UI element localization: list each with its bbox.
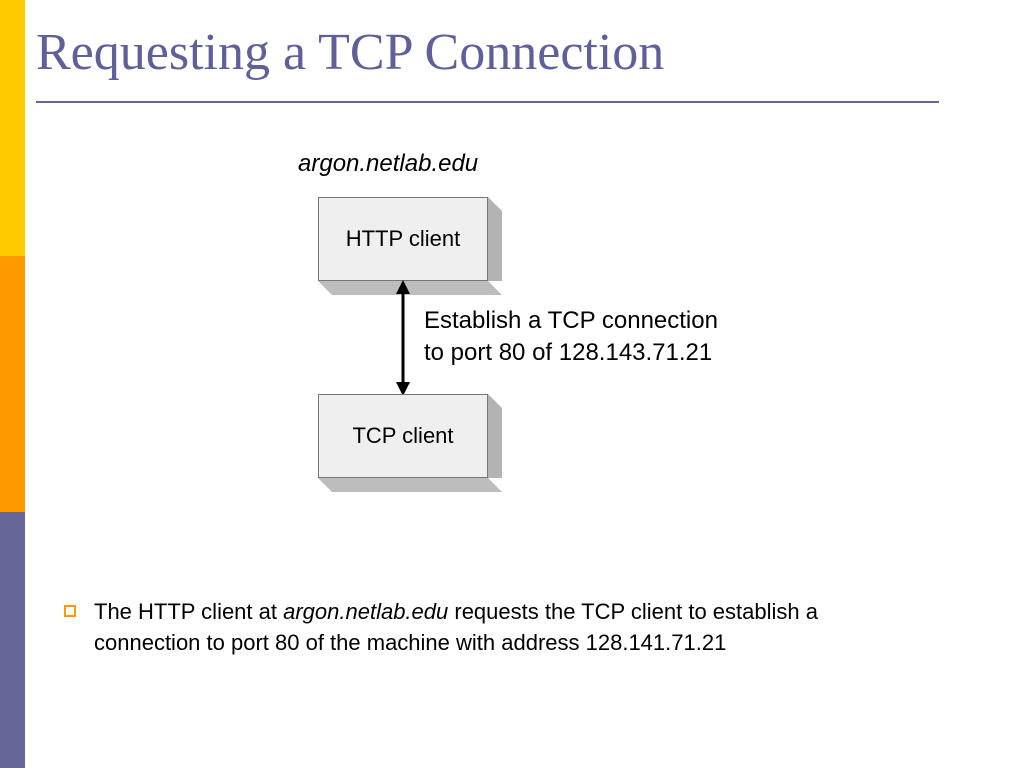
connection-label: Establish a TCP connection to port 80 of… xyxy=(424,305,718,369)
box-shadow-right xyxy=(488,394,502,478)
slide-title: Requesting a TCP Connection xyxy=(36,24,665,81)
box-shadow-bottom xyxy=(318,478,502,492)
sidebar-segment-yellow xyxy=(0,0,25,256)
bullet-square-icon xyxy=(64,605,76,617)
arrow-head-down xyxy=(396,382,410,396)
box-shadow-bottom xyxy=(318,281,502,295)
http-client-box: HTTP client xyxy=(318,197,502,295)
bidirectional-arrow xyxy=(396,280,410,396)
arrow-head-up xyxy=(396,280,410,294)
tcp-client-label: TCP client xyxy=(318,394,488,478)
bullet-text-after: requests the TCP client to establish a xyxy=(448,599,818,624)
sidebar-accent xyxy=(0,0,25,768)
title-underline xyxy=(36,101,939,103)
host-label: argon.netlab.edu xyxy=(298,150,479,177)
sidebar-segment-orange xyxy=(0,256,25,512)
tcp-client-box: TCP client xyxy=(318,394,502,492)
http-client-label: HTTP client xyxy=(318,197,488,281)
box-shadow-right xyxy=(488,197,502,281)
bullet-line2: connection to port 80 of the machine wit… xyxy=(94,630,727,655)
sidebar-segment-purple xyxy=(0,512,25,768)
connection-label-line2: to port 80 of 128.143.71.21 xyxy=(424,339,713,366)
bullet-text: The HTTP client at argon.netlab.edu requ… xyxy=(94,596,974,658)
connection-label-line1: Establish a TCP connection xyxy=(424,307,718,334)
bullet-host-italic: argon.netlab.edu xyxy=(283,599,449,624)
bullet-text-before: The HTTP client at xyxy=(94,599,284,624)
bullet-line1: The HTTP client at argon.netlab.edu requ… xyxy=(94,596,974,627)
